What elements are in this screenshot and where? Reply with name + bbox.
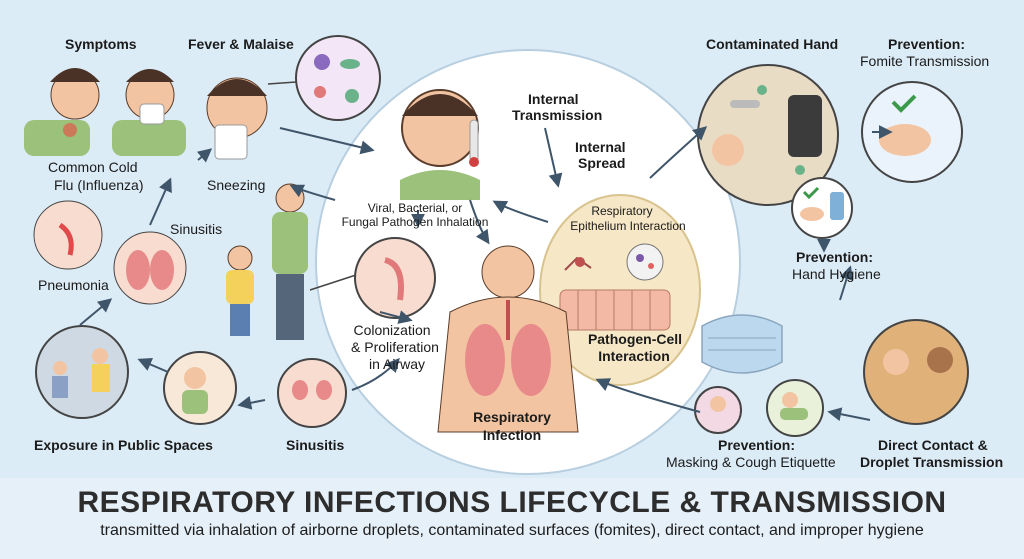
microbe-magnifier-illustration [267,35,381,121]
label-sinusitis-top: Sinusitis [170,221,223,237]
parent-child-illustration [226,183,308,340]
sinusitis-lungs-illustration [113,231,187,305]
direct-contact-illustration [863,319,969,425]
label-direct-contact-2: Droplet Transmission [860,454,1004,470]
label-exposure-public: Exposure in Public Spaces [34,437,213,453]
face-mask-illustration [701,314,783,374]
label-epithelium-2: Epithelium Interaction [570,219,686,233]
label-pathogen-inhalation-1: Viral, Bacterial, or [367,201,463,215]
masked-person-illustration [694,386,742,434]
label-direct-contact-1: Direct Contact & [878,437,988,453]
coughing-person-illustration [163,351,237,425]
label-colonization-2: & Proliferation [351,339,439,355]
airway-head-illustration [309,237,436,319]
coughing-man-illustration [24,68,100,156]
label-common-cold: Common Cold [48,159,138,175]
public-transit-illustration [35,325,129,419]
label-epithelium-1: Respiratory [591,204,653,218]
epithelium-cells-illustration [559,243,671,331]
main-subtitle: transmitted via inhalation of airborne d… [100,522,924,539]
main-title: RESPIRATORY INFECTIONS LIFECYCLE & TRANS… [77,486,947,519]
label-respiratory-infection-2: Infection [482,427,542,443]
pneumonia-head-illustration [33,200,103,270]
cough-elbow-illustration [766,379,824,437]
label-colonization-3: in Airway [368,356,426,372]
label-pneumonia: Pneumonia [38,277,109,293]
label-internal-spread-2: Spread [578,155,626,171]
label-internal-transmission-2: Transmission [512,107,603,123]
sneezing-man-illustration [206,77,268,160]
lungs-torso-illustration [437,245,579,433]
sinus-face-illustration [277,358,347,428]
label-internal-spread-1: Internal [575,139,626,155]
door-handle-phone-illustration [697,64,839,206]
label-sneezing: Sneezing [207,177,266,193]
tissue-man-illustration [112,69,186,156]
label-prevention-hygiene-2: Hand Hygiene [792,266,881,282]
label-prevention-hygiene-1: Prevention: [796,249,874,265]
title-banner [0,478,1024,559]
label-prevention-masking-1: Prevention: [718,437,796,453]
label-colonization-1: Colonization [353,322,431,338]
label-pathogen-cell-1: Pathogen-Cell [587,331,683,347]
label-fever-malaise: Fever & Malaise [188,36,294,52]
label-symptoms: Symptoms [65,36,137,52]
label-pathogen-cell-2: Interaction [598,348,670,364]
label-flu: Flu (Influenza) [54,177,144,193]
label-prevention-masking-2: Masking & Cough Etiquette [666,454,836,470]
label-contaminated-hand: Contaminated Hand [706,36,839,52]
label-pathogen-inhalation-2: Fungal Pathogen Inhalation [341,215,489,229]
label-internal-transmission-1: Internal [528,91,579,107]
label-prevention-fomite-2: Fomite Transmission [860,53,990,69]
flow-arrows [79,125,893,422]
label-prevention-fomite-1: Prevention: [888,36,966,52]
sick-man-illustration [400,89,480,200]
label-respiratory-infection-1: Respiratory [473,409,551,425]
soap-dispenser-illustration [791,177,853,239]
label-sinusitis-bottom: Sinusitis [286,437,345,453]
